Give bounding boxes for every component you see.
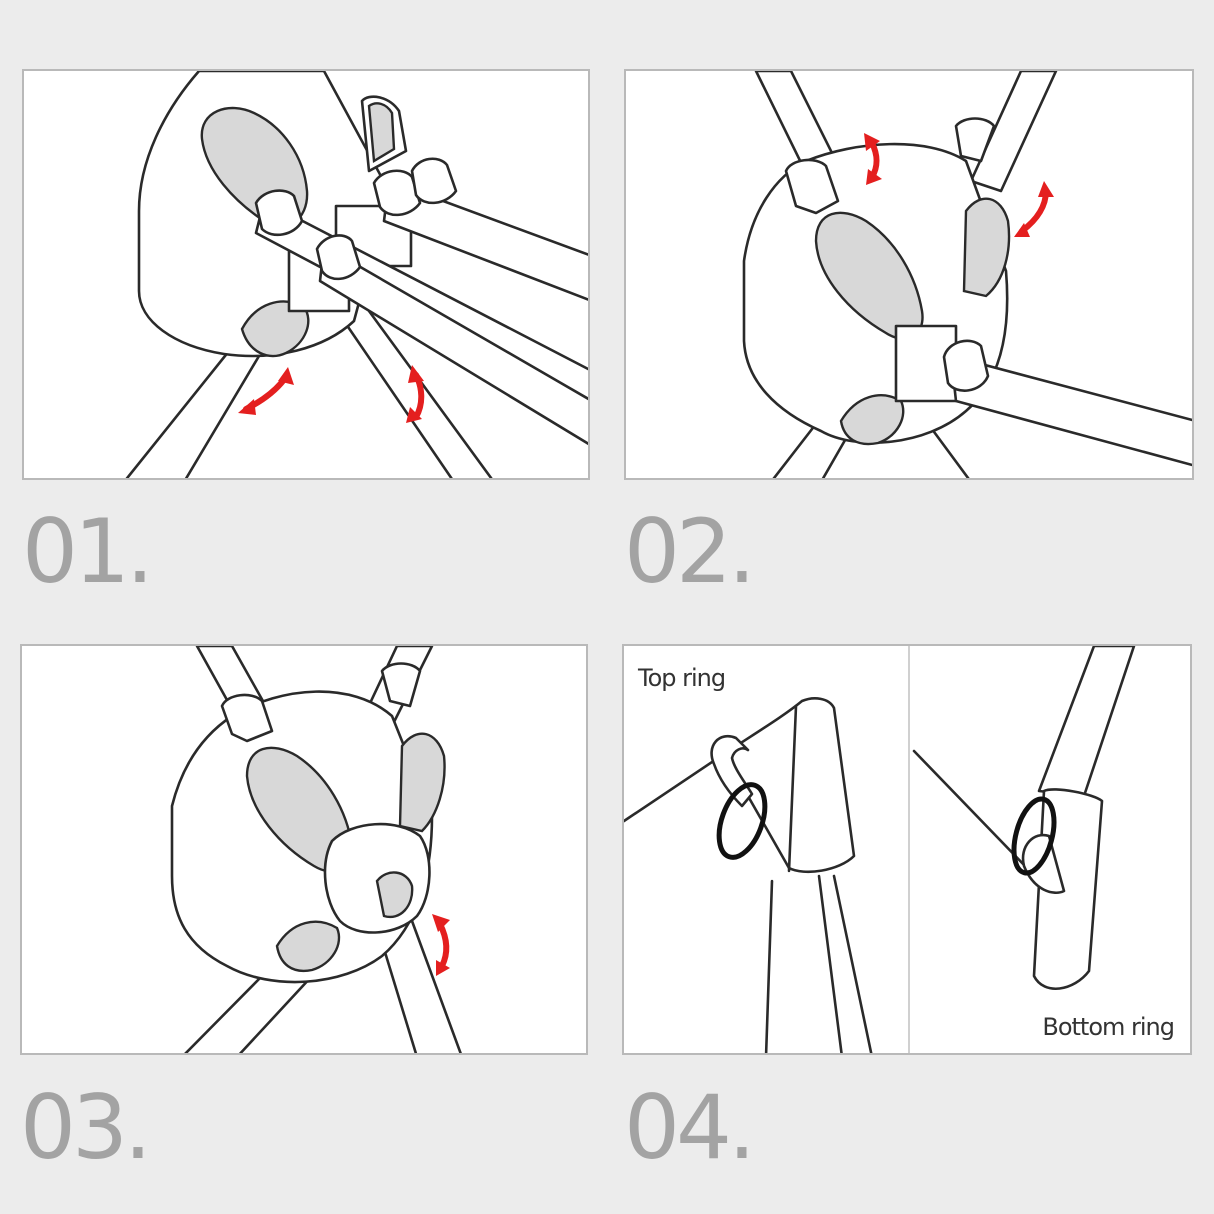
step-3-panel <box>20 644 588 1055</box>
step-4-illustration <box>624 646 1136 1053</box>
step-1-panel <box>22 69 590 480</box>
step-2-illustration <box>742 71 1192 478</box>
rotate-arrow-icon <box>1014 181 1054 237</box>
step-number-1: 01. <box>22 500 154 603</box>
rotate-arrow-icon <box>238 367 294 415</box>
step-1-illustration <box>125 71 588 478</box>
step-number-2: 02. <box>624 500 756 603</box>
step-4-panel: Top ring Bottom ring <box>622 644 1192 1055</box>
step-2-panel <box>624 69 1194 480</box>
ring-icon <box>716 782 768 860</box>
bottom-ring-label: Bottom ring <box>1042 1013 1175 1041</box>
ring-icon <box>1011 796 1057 876</box>
rotate-arrow-icon <box>432 914 450 976</box>
step-number-4: 04. <box>624 1076 756 1179</box>
step-number-3: 03. <box>20 1076 152 1179</box>
step-3-illustration <box>170 646 462 1053</box>
rotate-arrow-icon <box>406 365 425 423</box>
rotate-arrow-icon <box>864 133 882 185</box>
top-ring-label: Top ring <box>638 664 726 692</box>
